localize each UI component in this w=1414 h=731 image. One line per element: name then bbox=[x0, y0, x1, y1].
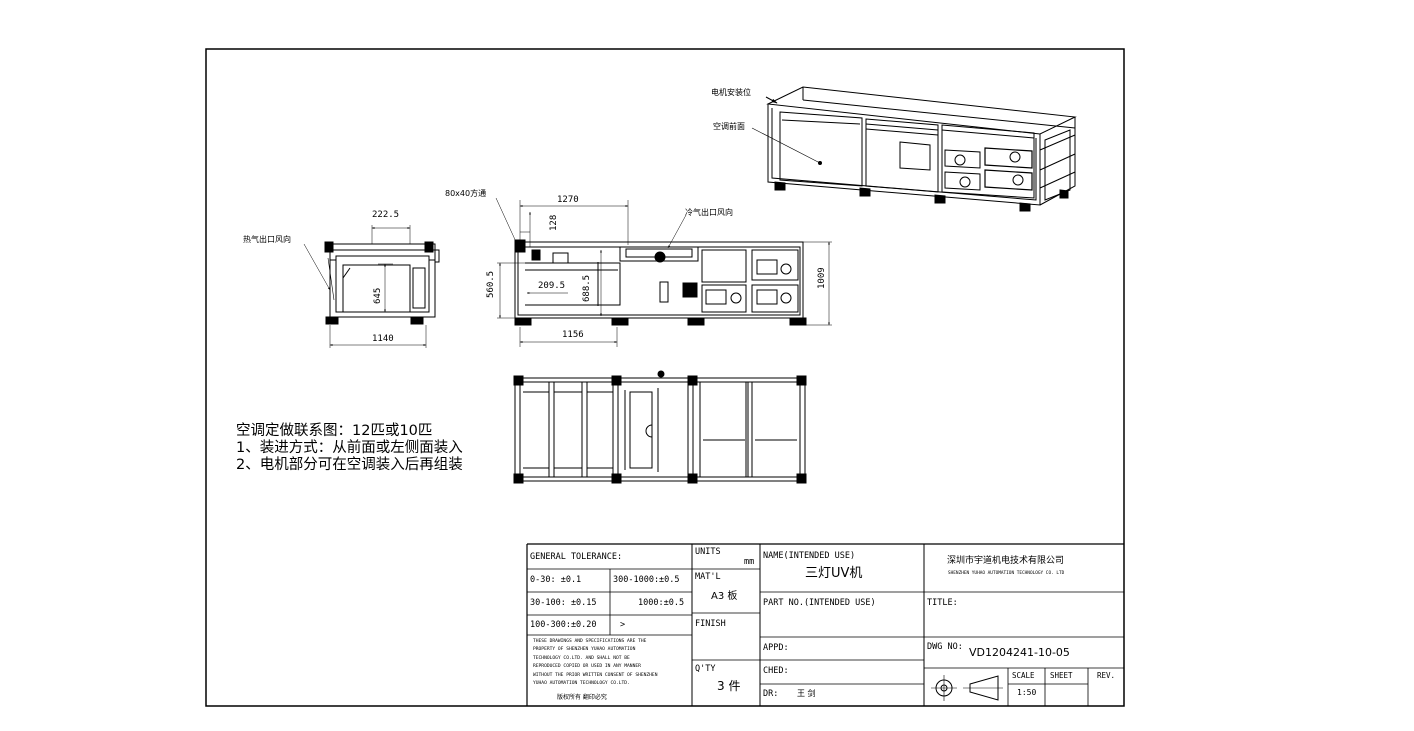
disclaimer-line: WITHOUT THE PRIOR WRITTEN CONSENT OF SHE… bbox=[533, 672, 658, 678]
tolerance-greater: > bbox=[620, 620, 626, 630]
company-name-cn: 深圳市宇道机电技术有限公司 bbox=[947, 556, 1065, 566]
dimension-645: 645 bbox=[373, 287, 383, 304]
finish-label: FINISH bbox=[695, 619, 726, 629]
top-view bbox=[513, 370, 807, 484]
tolerance-1000: 1000:±0.5 bbox=[638, 598, 685, 608]
dimension-1270: 1270 bbox=[557, 195, 579, 205]
dimension-209-5: 209.5 bbox=[538, 281, 566, 291]
scale-value: 1:50 bbox=[1017, 688, 1037, 697]
disclaimer-line: TECHNOLOGY CO.LTD. AND SHALL NOT BE bbox=[533, 655, 630, 661]
tolerance-300-1000: 300-1000:±0.5 bbox=[613, 575, 680, 585]
dimension-1009: 1009 bbox=[817, 267, 827, 289]
isometric-view bbox=[751, 86, 1077, 212]
units-value: mm bbox=[744, 557, 755, 567]
callout-motor-mount: 电机安装位 bbox=[711, 88, 751, 97]
tolerance-100-300: 100-300:±0.20 bbox=[530, 620, 597, 630]
disclaimer-block: THESE DRAWINGS AND SPECIFICATIONS ARE TH… bbox=[533, 638, 657, 689]
title-label: TITLE: bbox=[927, 598, 958, 608]
note-line-1: 空调定做联系图：12匹或10匹 bbox=[236, 423, 433, 439]
dimension-222-5: 222.5 bbox=[372, 210, 400, 220]
drawn-label: DR: bbox=[763, 689, 779, 699]
callout-square-tube: 80x40方通 bbox=[445, 189, 487, 198]
disclaimer-line: THESE DRAWINGS AND SPECIFICATIONS ARE TH… bbox=[533, 639, 647, 644]
dimension-560-5: 560.5 bbox=[486, 270, 496, 298]
dimension-688-5: 688.5 bbox=[582, 274, 592, 302]
drawn-value: 王 剑 bbox=[797, 689, 816, 698]
drawing-number-value: VD1204241-10-05 bbox=[969, 646, 1070, 659]
material-label: MAT'L bbox=[695, 572, 721, 582]
side-view bbox=[303, 225, 440, 348]
front-view bbox=[495, 197, 832, 347]
sheet-border bbox=[205, 48, 1125, 707]
disclaimer-line: PROPERTY OF SHENZHEN YUHAO AUTOMATION bbox=[533, 647, 636, 653]
callout-cold-air-outlet: 冷气出口风向 bbox=[685, 208, 733, 217]
quantity-label: Q'TY bbox=[695, 664, 716, 674]
callout-hot-air-outlet: 热气出口风向 bbox=[243, 235, 291, 244]
disclaimer-cn: 版权所有 翻印必究 bbox=[557, 694, 607, 701]
callout-ac-front: 空调前面 bbox=[713, 122, 745, 131]
tolerance-0-30: 0-30: ±0.1 bbox=[530, 575, 582, 585]
name-value: 三灯UV机 bbox=[805, 566, 863, 581]
tolerance-30-100: 30-100: ±0.15 bbox=[530, 598, 597, 608]
dimension-1156: 1156 bbox=[562, 330, 584, 340]
sheet-label: SHEET bbox=[1050, 671, 1073, 680]
name-label: NAME(INTENDED USE) bbox=[763, 551, 856, 561]
checked-label: CHED: bbox=[763, 666, 789, 676]
note-line-2: 1、装进方式：从前面或左侧面装入 bbox=[236, 440, 463, 456]
note-line-3: 2、电机部分可在空调装入后再组装 bbox=[236, 457, 463, 473]
general-tolerance-label: GENERAL TOLERANCE: bbox=[530, 552, 623, 562]
title-block-grid bbox=[526, 543, 1124, 706]
units-label: UNITS bbox=[695, 547, 721, 557]
revision-label: REV. bbox=[1097, 671, 1116, 680]
quantity-value: 3 件 bbox=[717, 679, 741, 693]
part-no-label: PART NO.(INTENDED USE) bbox=[763, 598, 876, 608]
dimension-1140: 1140 bbox=[372, 334, 394, 344]
drawing-number-label: DWG NO: bbox=[927, 642, 963, 652]
disclaimer-line: YUHAO AUTOMATION TECHNOLOGY CO.LTD. bbox=[533, 681, 630, 687]
company-name-en: SHENZHEN YUHAO AUTOMATION TECHNOLOGY CO.… bbox=[948, 571, 1065, 576]
scale-label: SCALE bbox=[1012, 671, 1035, 680]
approved-label: APPD: bbox=[763, 643, 789, 653]
disclaimer-line: REPRODUCED COPIED OR USED IN ANY MANNER bbox=[533, 664, 641, 670]
material-value: A3 板 bbox=[711, 591, 738, 602]
dimension-128: 128 bbox=[549, 214, 559, 231]
